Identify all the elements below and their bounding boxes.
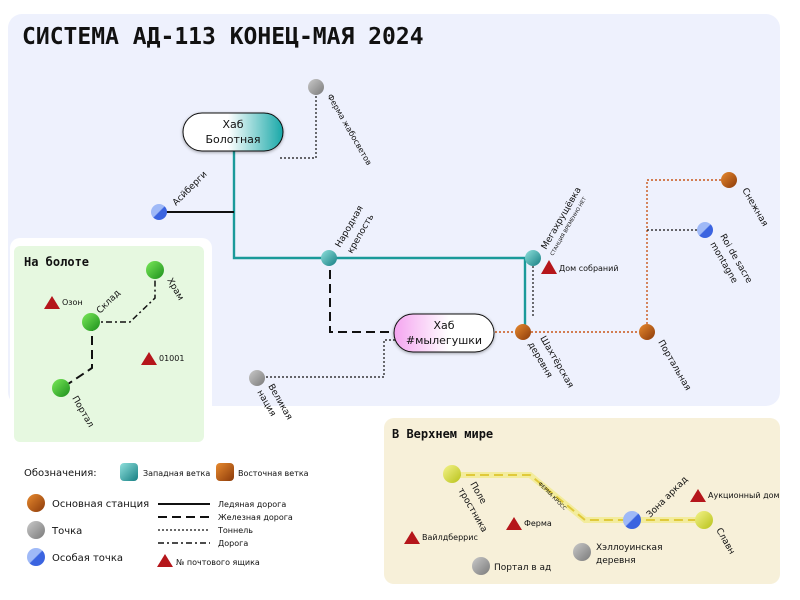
hub-swamp-line1: Хаб [222, 118, 243, 131]
legend: Обозначения: Западная ветка Восточная ве… [24, 463, 309, 567]
label-portal-ad: Портал в ад [494, 563, 551, 573]
legend-special-point: Особая точка [52, 553, 123, 564]
hub-swamp[interactable]: Хаб Болотная [182, 112, 284, 152]
legend-header: Обозначения: [24, 468, 97, 479]
label-dom-sobraniy: Дом собраний [559, 264, 619, 273]
legend-railway: Железная дорога [218, 513, 293, 522]
upper-railway [452, 474, 705, 521]
station-aysberg[interactable] [151, 204, 167, 220]
legend-special-point-icon [27, 548, 45, 566]
legend-east-label: Восточная ветка [238, 469, 309, 478]
upper-station-slavn[interactable] [695, 511, 713, 529]
station-shakhterskaya[interactable] [515, 324, 531, 340]
mailbox-01001 [141, 352, 157, 365]
label-halloween-1: Хэллоуинская [596, 543, 663, 553]
upper-station-pole[interactable] [443, 465, 461, 483]
upper-station-zona[interactable] [623, 511, 641, 529]
station-megakhrushchevka[interactable] [525, 250, 541, 266]
station-narodnaya[interactable] [321, 250, 337, 266]
mailbox-dom-sobraniy [541, 260, 557, 274]
swamp-panel-inner [14, 246, 204, 442]
tunnel-ferma [280, 90, 317, 159]
east-line [495, 179, 728, 333]
swamp-railway [61, 322, 93, 389]
label-wildberries: Вайлдберрис [422, 533, 478, 542]
station-roi[interactable] [697, 222, 713, 238]
mailbox-ozon [44, 296, 60, 309]
hub-swamp-line2: Болотная [206, 133, 261, 146]
label-auction: Аукционный дом [708, 491, 780, 500]
label-halloween-2: деревня [596, 556, 636, 566]
label-code-01001: 01001 [159, 354, 184, 363]
page-title: СИСТЕМА АД-113 КОНЕЦ-МАЯ 2024 [22, 24, 424, 50]
legend-tunnel: Тоннель [217, 526, 253, 535]
legend-point: Точка [51, 526, 82, 537]
upper-panel [384, 418, 780, 584]
legend-east-swatch [216, 463, 234, 481]
label-ozon: Озон [62, 298, 83, 307]
label-ferma: Ферма [524, 519, 552, 528]
station-velikaya[interactable] [249, 370, 265, 386]
legend-point-icon [27, 521, 45, 539]
upper-panel-title: В Верхнем мире [392, 427, 493, 441]
hub-mylegushki-line1: Хаб [433, 319, 454, 332]
mailbox-auction [690, 489, 706, 502]
mailbox-wildberries [404, 531, 420, 544]
swamp-station-portal[interactable] [52, 379, 70, 397]
legend-ice-road: Ледяная дорога [218, 500, 286, 509]
mailbox-ferma [506, 517, 522, 530]
station-ferma-zhaboswetov[interactable] [308, 79, 324, 95]
hub-mylegushki[interactable]: Хаб #мылегушки [393, 313, 495, 353]
legend-main-station-icon [27, 494, 45, 512]
swamp-station-sklad[interactable] [82, 313, 100, 331]
swamp-road [92, 270, 156, 323]
upper-point-portal-ad[interactable] [472, 557, 490, 575]
upper-point-halloween[interactable] [573, 543, 591, 561]
legend-mailbox: № почтового ящика [176, 558, 260, 567]
swamp-panel-title: На болоте [24, 255, 89, 269]
station-portalnaya[interactable] [639, 324, 655, 340]
station-snezhnaya[interactable] [721, 172, 737, 188]
legend-road: Дорога [218, 539, 248, 548]
railway-narodnaya [329, 270, 395, 333]
tunnel-velikaya [258, 339, 396, 378]
legend-mailbox-icon [157, 554, 173, 567]
west-line [232, 145, 533, 260]
swamp-station-hram[interactable] [146, 261, 164, 279]
legend-west-label: Западная ветка [143, 469, 210, 478]
hub-mylegushki-line2: #мылегушки [406, 334, 482, 347]
legend-main-station: Основная станция [52, 499, 149, 510]
legend-west-swatch [120, 463, 138, 481]
